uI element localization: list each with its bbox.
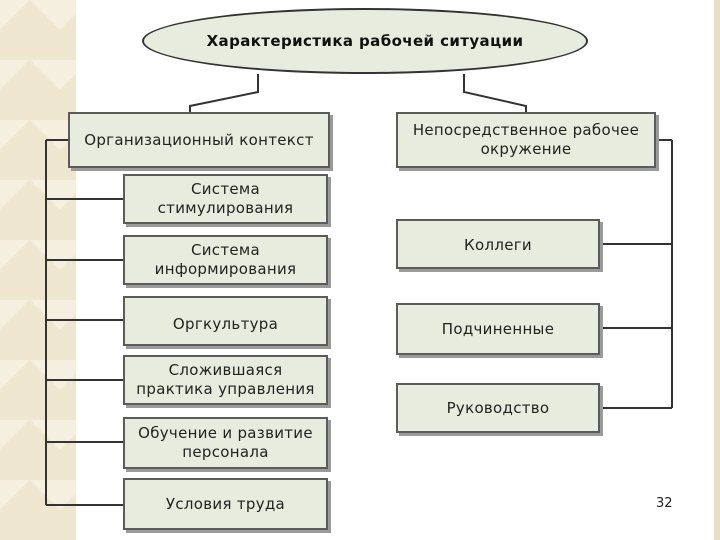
decorative-right-border <box>714 0 720 540</box>
connector-title-right <box>463 74 527 112</box>
connector-title-left <box>189 74 259 112</box>
right-item-text: Подчиненные <box>441 319 555 338</box>
left-item-text: Система информирования <box>154 241 297 278</box>
right-item-text: Руководство <box>446 398 550 417</box>
right-header-box: Непосредственное рабочее окружение <box>396 112 656 168</box>
title-ellipse: Характеристика рабочей ситуации <box>142 8 588 74</box>
left-item-text: Обучение и развитие персонала <box>138 424 313 461</box>
right-header-text: Непосредственное рабочее окружение <box>412 121 640 158</box>
left-header-box: Организационный контекст <box>68 112 330 168</box>
left-item-box: Условия труда <box>123 478 328 530</box>
diagram-title: Характеристика рабочей ситуации <box>206 32 524 50</box>
left-item-box: Сложившаяся практика управления <box>123 355 328 405</box>
right-item-box: Подчиненные <box>396 303 600 355</box>
left-item-text: Условия труда <box>165 494 286 513</box>
left-item-text: Сложившаяся практика управления <box>136 361 315 398</box>
left-item-box: Обучение и развитие персонала <box>123 417 328 469</box>
left-header-text: Организационный контекст <box>84 130 314 149</box>
decorative-left-strip <box>0 0 76 540</box>
right-item-text: Коллеги <box>464 236 532 254</box>
left-item-box: Система информирования <box>123 235 328 285</box>
left-item-text: Оргкультура <box>172 315 279 333</box>
right-item-box: Коллеги <box>396 219 600 269</box>
left-item-box: Система стимулирования <box>123 174 328 224</box>
left-item-text: Система стимулирования <box>157 180 294 217</box>
page-number: 32 <box>656 496 673 511</box>
right-item-box: Руководство <box>396 383 600 433</box>
left-item-box: Оргкультура <box>123 296 328 346</box>
